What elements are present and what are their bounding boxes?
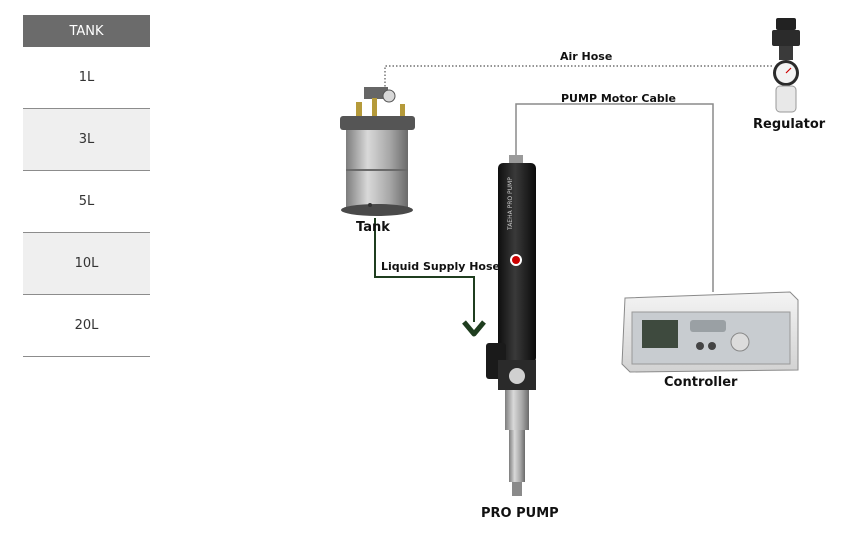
pump-motor-cable-label: PUMP Motor Cable <box>561 92 677 105</box>
air-hose-label: Air Hose <box>560 50 613 63</box>
liquid-supply-hose-label: Liquid Supply Hose <box>381 260 501 273</box>
tank-label: Tank <box>356 220 390 235</box>
controller-label: Controller <box>664 375 738 390</box>
tank-item-10l[interactable]: 10L <box>23 233 150 295</box>
regulator-icon <box>772 18 800 113</box>
tank-item-3l[interactable]: 3L <box>23 109 150 171</box>
tank-item-1l[interactable]: 1L <box>23 47 150 109</box>
controller-icon <box>621 291 799 373</box>
tank-item-5l[interactable]: 5L <box>23 171 150 233</box>
air-hose-line <box>384 65 772 90</box>
tank-item-20l[interactable]: 20L <box>23 295 150 357</box>
pump-branding: TAEHA PRO PUMP <box>507 177 514 231</box>
chevron-down-icon <box>462 320 486 337</box>
pro-pump-icon: TAEHA PRO PUMP <box>486 155 536 496</box>
pump-motor-cable-line <box>515 103 714 292</box>
pro-pump-label: PRO PUMP <box>481 506 559 521</box>
tank-icon <box>340 87 415 216</box>
liquid-supply-hose-line <box>374 218 475 322</box>
regulator-label: Regulator <box>753 117 826 132</box>
tank-menu: TANK 1L 3L 5L 10L 20L <box>23 15 150 357</box>
tank-menu-header: TANK <box>23 15 150 47</box>
